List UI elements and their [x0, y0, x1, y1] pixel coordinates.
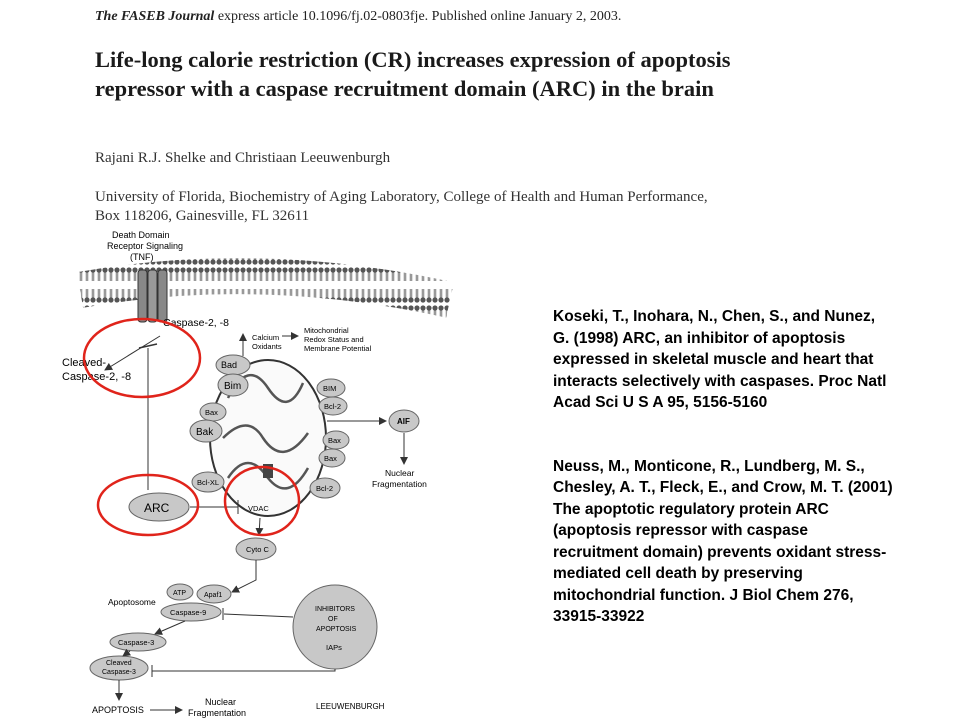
calcium-label: Calcium [252, 333, 279, 342]
vdac-label: VDAC [248, 504, 269, 513]
bax-label-3: Bax [324, 454, 337, 463]
receptor-label-2: Receptor Signaling [107, 241, 183, 251]
inhibitors-label-2: OF [328, 616, 338, 623]
affiliation: University of Florida, Biochemistry of A… [95, 189, 708, 224]
bcl2-protein-bottom [309, 477, 341, 499]
apoptosome-label: Apoptosome [108, 597, 156, 607]
journal-header: The FASEB Journal express article 10.109… [95, 9, 621, 25]
mito-label-1: Mitochondrial [304, 326, 349, 335]
bax-label-1: Bax [205, 408, 218, 417]
arc-label: ARC [144, 501, 170, 515]
authors: Rajani R.J. Shelke and Christiaan Leeuwe… [95, 150, 391, 166]
atp-label: ATP [173, 590, 186, 597]
nuclear-frag-1-label-2: Fragmentation [372, 479, 427, 489]
bcl2-protein-top [318, 396, 348, 416]
apoptosis-label: APOPTOSIS [92, 705, 144, 715]
cell-membrane [76, 258, 454, 318]
page-title: Life-long calorie restriction (CR) incre… [95, 47, 731, 101]
journal-name: The FASEB Journal [95, 9, 215, 24]
cleaved-caspase-label-2: Caspase-2, -8 [62, 371, 131, 383]
bclxl-label: Bcl-XL [197, 478, 219, 487]
apaf1-protein [196, 584, 232, 604]
inhibitors-label-3: APOPTOSIS [316, 626, 357, 633]
bax-label-2: Bax [328, 436, 341, 445]
mito-label-3: Membrane Potential [304, 344, 371, 353]
diagram-credit: LEEUWENBURGH [316, 702, 385, 711]
caspase9-protein [160, 602, 222, 622]
bcl2-top-label: Bcl-2 [324, 402, 341, 411]
nuclear-frag-2-label-2: Fragmentation [188, 708, 246, 718]
caspase3-label: Caspase-3 [118, 638, 154, 647]
bad-label: Bad [221, 360, 237, 370]
mito-label-2: Redox Status and [304, 335, 364, 344]
bak-label: Bak [196, 427, 214, 438]
reference-1: Koseki, T., Inohara, N., Chen, S., and N… [553, 308, 887, 411]
highlight-arc [96, 473, 200, 537]
iaps-label: IAPs [326, 643, 342, 652]
arc-protein [128, 492, 190, 522]
cleaved-caspase3-label-1: Cleaved [106, 660, 132, 667]
bax-protein-3 [318, 448, 346, 468]
bak-protein [189, 419, 223, 443]
atp-protein [166, 583, 194, 601]
inhibitors-label-1: INHIBITORS [315, 606, 355, 613]
bclxl-protein [191, 471, 225, 493]
aif-protein [388, 409, 420, 433]
apaf1-label: Apaf1 [204, 592, 222, 599]
article-info: express article 10.1096/fj.02-0803fje. P… [214, 9, 622, 24]
apoptosis-pathway-diagram: Death Domain Receptor Signaling (TNF) Ca… [62, 230, 454, 718]
cytoc-label: Cyto C [246, 545, 270, 554]
reference-2: Neuss, M., Monticone, R., Lundberg, M. S… [553, 457, 893, 626]
receptor-label-1: Death Domain [112, 230, 170, 240]
tnf-receptor [137, 269, 168, 323]
aif-label: AIF [397, 417, 410, 426]
nuclear-frag-1-label-1: Nuclear [385, 468, 414, 478]
caspase-2-8-label: Caspase-2, -8 [163, 317, 229, 329]
cleaved-caspase3-label-2: Caspase-3 [102, 669, 136, 676]
references: Koseki, T., Inohara, N., Chen, S., and N… [553, 306, 893, 628]
receptor-label-3: (TNF) [130, 252, 154, 262]
highlight-cleaved-caspase [82, 317, 202, 399]
bim-left-label: Bim [224, 381, 241, 392]
bim-protein-left [217, 373, 249, 397]
caspase9-label: Caspase-9 [170, 608, 206, 617]
caspase3-protein [109, 632, 167, 652]
nuclear-frag-2-label-1: Nuclear [205, 697, 236, 707]
bcl2-bottom-label: Bcl-2 [316, 484, 333, 493]
oxidants-label: Oxidants [252, 342, 282, 351]
bim-right-label: BIM [323, 384, 336, 393]
highlight-vdac [223, 465, 301, 537]
